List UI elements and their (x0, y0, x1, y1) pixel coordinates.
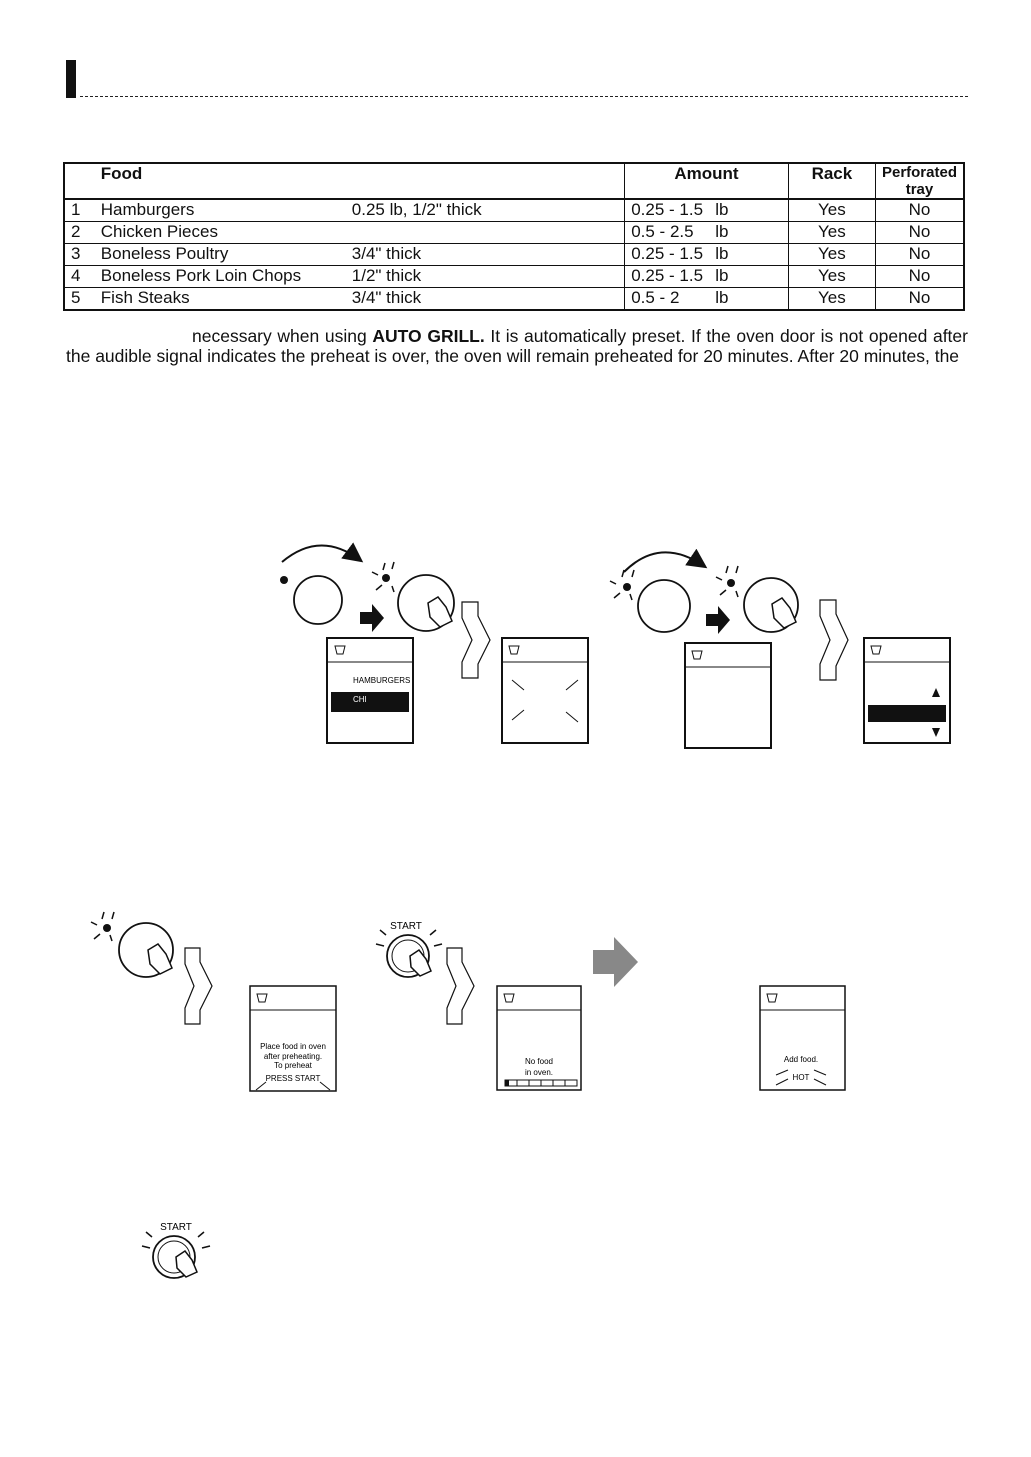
right-arrow-icon (706, 606, 730, 634)
lcd-display-preheat: Place food in oven after preheating. To … (250, 986, 336, 1091)
lcd-display-add-food: Add food. HOT (760, 986, 845, 1090)
lcd-display-1: HAMBURGERS CHI (327, 638, 413, 743)
lcd-display-3 (685, 643, 771, 748)
lcd-text: in oven. (525, 1068, 553, 1077)
lcd-text: To preheat (274, 1061, 313, 1070)
lcd-text: No food (525, 1057, 553, 1066)
lcd-text: Place food in oven (260, 1042, 326, 1051)
lcd-text: HOT (793, 1073, 810, 1082)
step-2-dial-turn (610, 552, 798, 634)
next-step-arrow-icon (462, 602, 490, 678)
start-label: START (160, 1222, 192, 1233)
start-button-press-1: START (376, 921, 442, 977)
start-button-press-2: START (142, 1222, 210, 1278)
dial-knob-icon (638, 580, 690, 632)
dial-knob-icon (294, 576, 342, 624)
lcd-display-4 (864, 638, 950, 743)
next-step-arrow-icon (185, 948, 212, 1024)
right-arrow-icon (360, 604, 384, 632)
gray-arrow-icon (593, 937, 638, 987)
lcd-text: HAMBURGERS (353, 676, 410, 685)
lcd-text: Add food. (784, 1055, 818, 1064)
next-step-arrow-icon (447, 948, 474, 1024)
lcd-display-2 (502, 638, 588, 743)
start-label: START (390, 921, 422, 932)
step-1-dial-turn (280, 545, 454, 632)
next-step-arrow-icon (820, 600, 848, 680)
lcd-display-no-food: No food in oven. (497, 986, 581, 1090)
step-3-button-press (91, 912, 173, 977)
lcd-text: PRESS START (266, 1074, 321, 1083)
lcd-text: after preheating. (264, 1052, 322, 1061)
lcd-text: CHI (353, 695, 367, 704)
